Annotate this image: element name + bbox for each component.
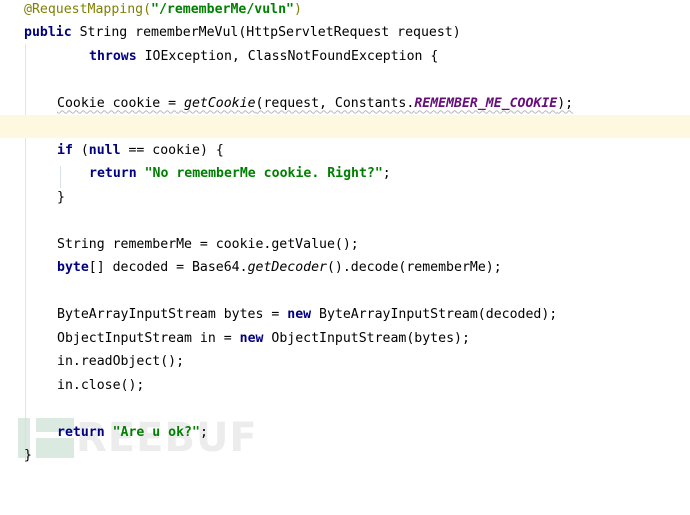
- static-method-call: getDecoder: [247, 260, 327, 275]
- keyword: return: [89, 166, 137, 181]
- code-line: String rememberMe = cookie.getValue();: [57, 236, 359, 252]
- code-line: }: [24, 448, 32, 463]
- string-literal: "Are u ok?": [112, 424, 200, 440]
- keyword: public: [24, 25, 72, 40]
- code-line: return "No rememberMe cookie. Right?";: [89, 166, 391, 181]
- keyword: null: [88, 142, 121, 158]
- code-line: ByteArrayInputStream bytes = new ByteArr…: [57, 307, 558, 322]
- code-line: return "Are u ok?";: [57, 424, 208, 440]
- keyword: new: [287, 307, 312, 322]
- static-method-call: getCookie: [184, 95, 256, 111]
- code-line: }: [57, 189, 65, 205]
- indent-guide: [60, 166, 61, 188]
- indent-guide: [25, 44, 26, 462]
- code-line: byte[] decoded = Base64.getDecoder().dec…: [57, 260, 502, 275]
- keyword: if: [57, 142, 73, 158]
- code-editor[interactable]: @RequestMapping("/rememberMe/vuln") publ…: [0, 0, 690, 465]
- caret-line-highlight: [0, 115, 690, 138]
- string-literal: "/rememberMe/vuln": [151, 2, 294, 17]
- annotation: @RequestMapping(: [24, 2, 152, 17]
- code-line: @RequestMapping("/rememberMe/vuln"): [24, 2, 302, 17]
- code-line: throws IOException, ClassNotFoundExcepti…: [89, 48, 439, 64]
- code-line: if (null == cookie) {: [57, 142, 224, 158]
- keyword: return: [57, 424, 105, 440]
- code-line: in.readObject();: [57, 354, 185, 369]
- code-line: Cookie cookie = getCookie(request, Const…: [57, 95, 574, 111]
- constant: REMEMBER_ME_COOKIE: [414, 95, 558, 111]
- keyword: throws: [89, 48, 137, 64]
- code-line: public String rememberMeVul(HttpServletR…: [24, 25, 461, 40]
- string-literal: "No rememberMe cookie. Right?": [144, 166, 383, 181]
- keyword: new: [239, 330, 264, 346]
- code-line: ObjectInputStream in = new ObjectInputSt…: [57, 330, 470, 346]
- code-line: in.close();: [57, 377, 145, 393]
- keyword: byte: [57, 260, 89, 275]
